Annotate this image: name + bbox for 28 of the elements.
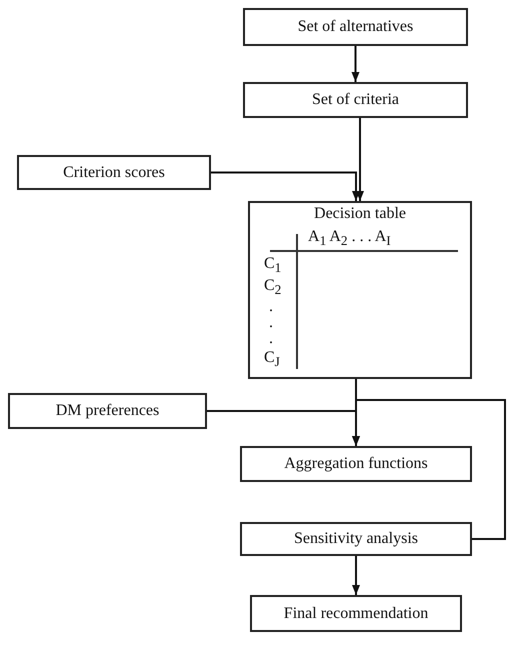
box-label: Sensitivity analysis — [293, 530, 419, 548]
row-header: C$_{J}$ — [264, 350, 280, 369]
process-box — [17, 155, 211, 190]
arrow — [352, 556, 360, 595]
box-label: Set of alternatives — [296, 18, 414, 36]
arrow — [211, 172, 360, 201]
process-box — [250, 595, 462, 632]
box-label: Criterion scores — [62, 164, 166, 182]
box-label: Decision table — [313, 205, 407, 223]
table-box — [248, 201, 472, 379]
box-label: Final recommendation — [282, 604, 430, 622]
box-label: Set of criteria — [310, 91, 400, 109]
arrow — [352, 46, 360, 82]
process-box — [243, 8, 468, 46]
row-header: C$_{1}$ — [264, 256, 282, 275]
box-label: DM preferences — [54, 402, 160, 420]
row-header: . — [269, 331, 273, 347]
process-box — [240, 522, 472, 556]
row-header: . — [269, 315, 273, 331]
process-box — [8, 393, 207, 429]
box-label: Aggregation functions — [283, 455, 429, 473]
row-header: . — [269, 299, 273, 315]
row-header: C$_{2}$ — [264, 278, 282, 297]
process-box — [240, 446, 472, 482]
column-headers: A$_{1}$ A$_{2}$ . . . A$_{I}$ — [308, 229, 391, 248]
arrow — [356, 118, 364, 201]
process-box — [243, 82, 468, 118]
arrow — [352, 399, 506, 540]
